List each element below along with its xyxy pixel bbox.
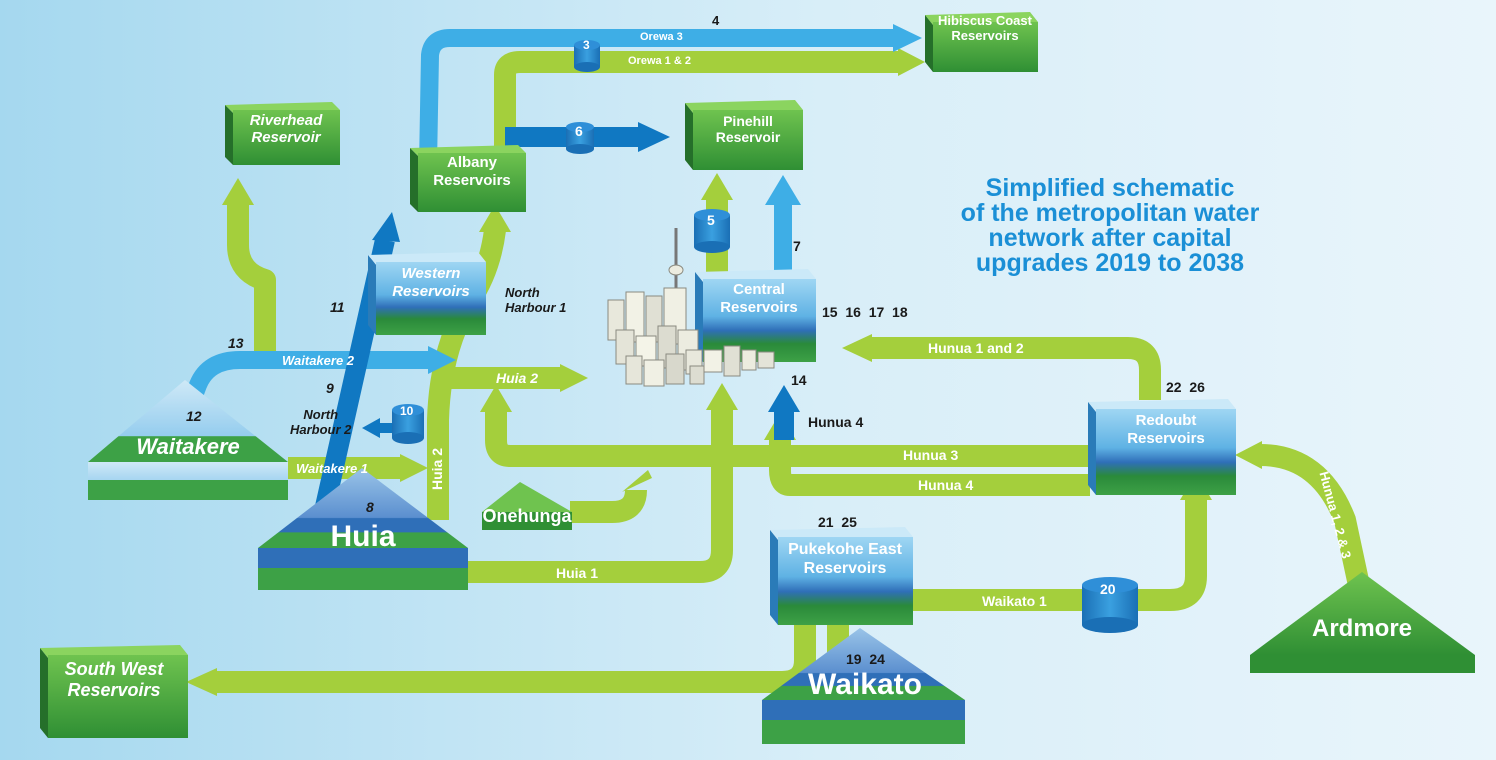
project-number-6: 6	[575, 123, 583, 139]
project-numbers-19-24: 19 24	[846, 651, 885, 667]
central-line-1: Central	[733, 281, 785, 298]
riverhead-reservoir-label: Riverhead Reservoir	[250, 113, 323, 145]
title-line-3: network after capital	[988, 224, 1232, 252]
ardmore-source-label: Ardmore	[1311, 615, 1413, 642]
redoubt-reservoirs-label: Redoubt Reservoirs	[1127, 413, 1205, 446]
north-harbour2-line-1: North	[303, 407, 339, 422]
central-reservoirs-label: Central Reservoirs	[720, 282, 798, 315]
project-number-13: 13	[228, 335, 244, 351]
cylinder-pump-icon-6	[566, 122, 594, 154]
riverhead-line-1: Riverhead	[249, 112, 323, 129]
south-west-line-2: Reservoirs	[67, 680, 161, 700]
pinehill-line-2: Reservoir	[715, 129, 781, 145]
albany-reservoirs-label: Albany Reservoirs	[433, 155, 511, 188]
orewa3-label: Orewa 3	[640, 31, 683, 43]
pinehill-reservoir-label: Pinehill Reservoir	[716, 114, 781, 144]
pukekohe-line-2: Reservoirs	[803, 560, 887, 577]
north-harbour1-line-2: Harbour 1	[505, 300, 567, 315]
pipe-huia1	[460, 410, 733, 583]
redoubt-line-2: Reservoirs	[1127, 430, 1205, 447]
hibiscus-line-2: Reservoirs	[951, 28, 1019, 43]
pipe-ardmore	[1259, 444, 1371, 593]
hibiscus-coast-reservoirs-label: Hibiscus Coast Reservoirs	[938, 14, 1032, 42]
hunua4-vertical-label: Hunua 4	[808, 414, 864, 430]
project-number-8: 8	[366, 499, 374, 515]
source-triangles	[88, 380, 1475, 744]
pipe-onehunga	[570, 489, 647, 523]
reservoir-boxes	[40, 12, 1038, 738]
western-line-2: Reservoirs	[392, 283, 470, 300]
diagram-title: Simplified schematic of the metropolitan…	[961, 176, 1260, 276]
north-harbour1-label: North Harbour 1	[505, 286, 566, 314]
albany-line-1: Albany	[446, 154, 497, 171]
south-west-line-1: South West	[64, 659, 164, 679]
pipe-orewa3	[419, 29, 895, 166]
cylinder-pump-icon-5	[694, 209, 730, 253]
hunua12-label: Hunua 1 and 2	[928, 340, 1024, 356]
waitakere2-label: Waitakere 2	[282, 353, 355, 368]
hunua4-horizontal-label: Hunua 4	[918, 477, 974, 493]
project-numbers-15-18: 15 16 17 18	[822, 304, 908, 320]
orewa12-label: Orewa 1 & 2	[628, 55, 691, 67]
albany-line-2: Reservoirs	[433, 172, 511, 189]
project-number-10: 10	[400, 404, 414, 418]
riverhead-line-2: Reservoir	[251, 129, 321, 146]
huia1-label: Huia 1	[556, 565, 599, 581]
project-number-4: 4	[712, 13, 720, 28]
waitakere1-label: Waitakere 1	[296, 461, 369, 476]
project-number-11: 11	[330, 299, 345, 315]
city-skyline-icon	[607, 228, 775, 387]
waikato1-label: Waikato 1	[982, 593, 1047, 609]
huia2-vertical-label: Huia 2	[429, 447, 445, 490]
western-line-1: Western	[401, 265, 461, 282]
light-blue-pipes	[176, 29, 895, 424]
pipe-waitakere2	[176, 351, 430, 424]
project-numbers-21-25: 21 25	[818, 514, 857, 530]
waikato-source-label: Waikato	[808, 668, 922, 701]
north-harbour2-label: North Harbour 2	[290, 408, 351, 436]
pump-cylinders	[392, 40, 1138, 633]
hibiscus-line-1: Hibiscus Coast	[938, 13, 1032, 28]
south-west-reservoirs-label: South West Reservoirs	[65, 660, 164, 699]
huia-source-label: Huia	[330, 520, 396, 553]
pipe-orewa12	[494, 51, 900, 160]
title-line-1: Simplified schematic	[985, 174, 1235, 202]
project-number-14: 14	[791, 372, 807, 388]
dark-blue-arrowheads	[362, 122, 800, 438]
redoubt-line-1: Redoubt	[1135, 412, 1197, 429]
title-line-4: upgrades 2019 to 2038	[975, 249, 1245, 277]
north-harbour2-line-2: Harbour 2	[290, 422, 352, 437]
hunua3-label: Hunua 3	[903, 447, 959, 463]
pipe-south-west	[215, 620, 816, 693]
pipe-riverhead	[227, 205, 276, 360]
project-number-9: 9	[326, 380, 334, 396]
huia2-horizontal-label: Huia 2	[496, 370, 539, 386]
project-number-5: 5	[707, 212, 715, 228]
project-number-20: 20	[1100, 581, 1116, 597]
pukekohe-line-1: Pukekohe East	[788, 541, 902, 558]
onehunga-source-label: Onehunga	[482, 506, 572, 526]
pinehill-line-1: Pinehill	[723, 113, 773, 129]
project-number-3: 3	[583, 38, 590, 52]
cylinder-pump-icon-3	[574, 40, 600, 72]
title-line-2: of the metropolitan water	[960, 199, 1260, 227]
cylinder-pump-icon-10	[392, 404, 424, 444]
project-number-7: 7	[793, 238, 801, 254]
project-numbers-22-26: 22 26	[1166, 379, 1205, 395]
light-blue-arrowheads	[428, 24, 922, 374]
water-reservoir-boxes	[368, 252, 1236, 625]
waitakere-source-label: Waitakere	[136, 434, 240, 459]
pipe-hunua3	[485, 410, 1090, 467]
pipe-waikato1	[905, 500, 1207, 611]
north-harbour1-line-1: North	[505, 285, 540, 300]
western-reservoirs-label: Western Reservoirs	[392, 266, 470, 299]
project-number-12: 12	[186, 408, 202, 424]
central-line-2: Reservoirs	[720, 299, 798, 316]
pukekohe-east-reservoirs-label: Pukekohe East Reservoirs	[788, 542, 902, 577]
pipe-hunua12	[870, 337, 1161, 400]
cylinder-pump-icon-20	[1082, 577, 1138, 633]
pipe-hunua4	[769, 440, 1090, 496]
